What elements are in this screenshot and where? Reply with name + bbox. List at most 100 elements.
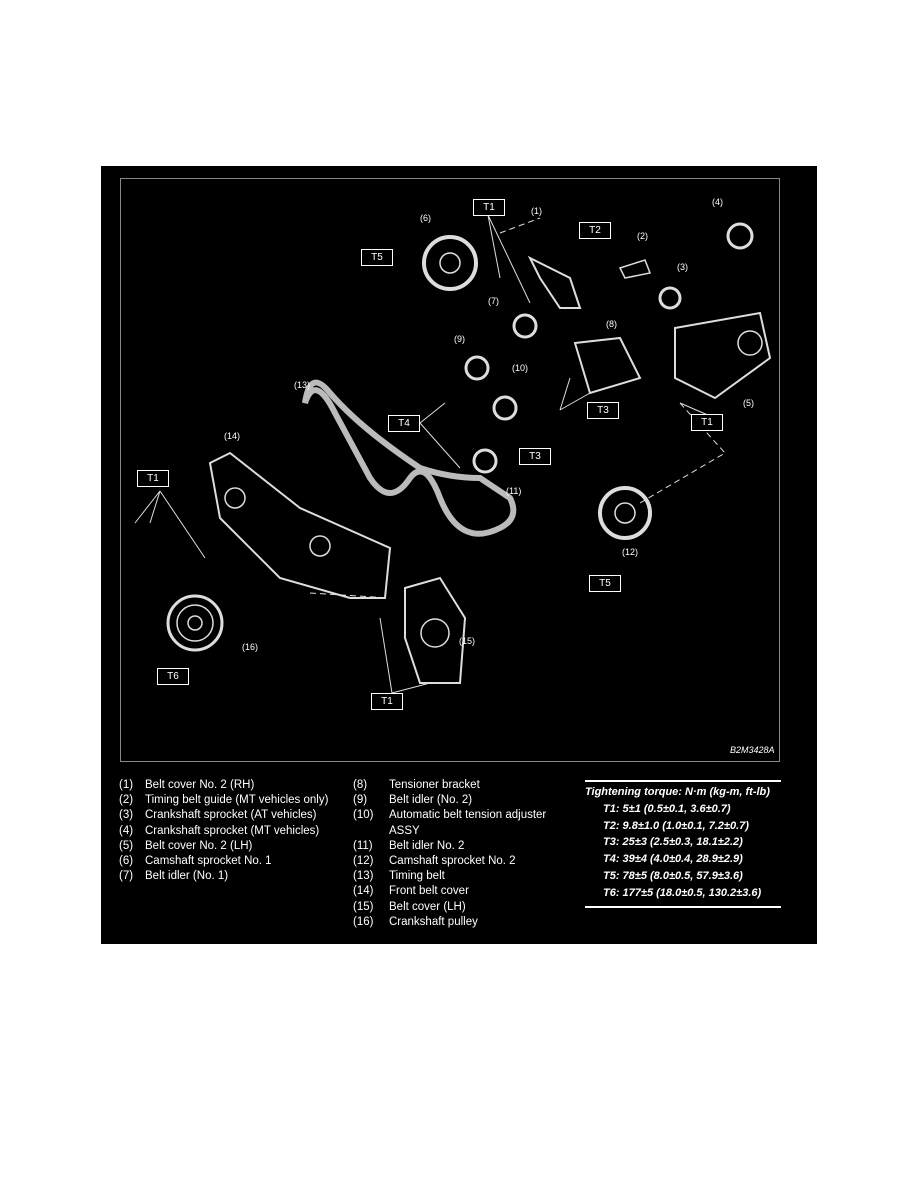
legend-num: (7): [119, 870, 134, 883]
legend-num: (8): [353, 779, 368, 791]
legend-item: (7) Belt idler (No. 1): [119, 869, 334, 884]
camshaft-sprocket-2: [598, 486, 652, 540]
legend-column-2: (8)Tensioner bracket (9) Belt idler (No. …: [353, 778, 568, 930]
legend-num: (11): [353, 839, 373, 852]
legend-item: (2) Timing belt guide (MT vehicles only): [119, 793, 334, 808]
image-code: B2M3428A: [730, 745, 775, 755]
torque-tag-t1: T1: [691, 414, 723, 431]
callout-16: (16): [242, 642, 259, 652]
crankshaft-sprocket-at: [658, 286, 682, 310]
callout-4: (4): [712, 197, 723, 207]
legend-item: (15) Belt cover (LH): [353, 900, 568, 915]
torque-row: T1: 5±1 (0.5±0.1, 3.6±0.7): [603, 802, 731, 815]
belt-idler-2: [464, 355, 490, 381]
legend-num: (6): [119, 855, 134, 868]
legend-text: Belt idler No. 2: [389, 839, 465, 852]
legend-item: (1) Belt cover No. 2 (RH): [119, 778, 334, 793]
legend-text: Belt idler (No. 2): [389, 794, 473, 807]
diagram-frame: [120, 178, 780, 762]
legend-num: (4): [119, 824, 134, 837]
torque-tag-t2: T2: [579, 222, 611, 239]
legend-item: (6) Camshaft sprocket No. 1: [119, 854, 334, 869]
legend-item: (13) Timing belt: [353, 869, 568, 884]
legend-text: Crankshaft pulley: [389, 915, 478, 928]
callout-10: (10): [512, 363, 529, 373]
belt-idler-1: [512, 313, 538, 339]
front-belt-cover: [208, 451, 392, 599]
callout-13: (13): [294, 380, 311, 390]
callout-6: (6): [420, 213, 431, 223]
callout-7: (7): [488, 296, 499, 306]
legend-num: (15): [353, 900, 374, 913]
belt-cover-2-rh: [527, 255, 582, 309]
callout-12: (12): [622, 547, 639, 557]
torque-tag-t5: T5: [589, 575, 621, 592]
torque-tag-t3: T3: [519, 448, 551, 465]
callout-15: (15): [459, 636, 476, 646]
legend-text: Belt cover (LH): [389, 900, 466, 913]
timing-belt-guide: [618, 259, 652, 279]
callout-14: (14): [224, 431, 241, 441]
torque-tag-t5: T5: [361, 249, 393, 266]
legend-item: (16) Crankshaft pulley: [353, 915, 568, 930]
timing-belt-exploded-diagram: [134, 214, 772, 694]
legend-num: (14): [353, 885, 374, 898]
crankshaft-pulley: [166, 594, 224, 652]
belt-idler-no2: [472, 448, 498, 474]
legend-num: (3): [119, 809, 134, 822]
torque-row: T6: 177±5 (18.0±0.5, 130.2±3.6): [603, 886, 762, 899]
torque-row: T5: 78±5 (8.0±0.5, 57.9±3.6): [603, 869, 743, 882]
legend-item: (3) Crankshaft sprocket (AT vehicles): [119, 808, 334, 823]
legend-column-1: (1) Belt cover No. 2 (RH) (2) Timing belt …: [119, 778, 334, 884]
legend-item: (9) Belt idler (No. 2): [353, 793, 568, 808]
legend-item: (8)Tensioner bracket: [353, 778, 568, 793]
crankshaft-sprocket-mt: [726, 222, 754, 250]
legend-text: Belt cover No. 2 (LH): [145, 839, 253, 852]
callout-2: (2): [637, 231, 648, 241]
legend-text: Automatic belt tension adjuster ASSY: [389, 809, 547, 837]
tensioner-adjuster: [492, 395, 518, 421]
legend-text: Timing belt: [389, 870, 445, 883]
figure-panel: [101, 166, 817, 944]
torque-tag-t6: T6: [157, 668, 189, 685]
legend-text: Crankshaft sprocket (MT vehicles): [145, 824, 320, 837]
legend-num: (2): [119, 794, 134, 807]
legend-item: (4) Crankshaft sprocket (MT vehicles): [119, 824, 334, 839]
callout-3: (3): [677, 262, 688, 272]
legend-text: Timing belt guide (MT vehicles only): [145, 794, 329, 807]
legend-num: (9): [353, 794, 368, 807]
torque-row: T4: 39±4 (4.0±0.4, 28.9±2.9): [603, 853, 743, 866]
torque-row: T3: 25±3 (2.5±0.3, 18.1±2.2): [603, 836, 743, 849]
torque-tag-t3: T3: [587, 402, 619, 419]
tensioner-bracket: [573, 336, 642, 395]
belt-cover-lh: [404, 576, 467, 684]
belt-cover-2-lh: [674, 311, 772, 400]
legend-num: (1): [119, 779, 134, 791]
tightening-torque-table: Tightening torque: N·m (kg-m, ft-lb) T1:…: [585, 780, 781, 908]
torque-tag-t1: T1: [473, 199, 505, 216]
legend-text: Camshaft sprocket No. 1: [145, 855, 272, 868]
callout-5: (5): [743, 398, 754, 408]
legend-item: (11) Belt idler No. 2: [353, 839, 568, 854]
timing-belt: [302, 379, 517, 537]
legend-num: (16): [353, 915, 374, 928]
torque-title: Tightening torque: N·m (kg-m, ft-lb): [585, 786, 770, 798]
legend-text: Camshaft sprocket No. 2: [389, 855, 516, 868]
legend-text: Front belt cover: [389, 885, 469, 898]
legend-text: Crankshaft sprocket (AT vehicles): [145, 809, 317, 822]
torque-tag-t1: T1: [371, 693, 403, 710]
legend-num: (13): [353, 870, 374, 883]
camshaft-sprocket-1: [422, 235, 478, 291]
legend-item: (10)Automatic belt tension adjuster ASSY: [353, 808, 568, 838]
legend-item: (5) Belt cover No. 2 (LH): [119, 839, 334, 854]
legend-num: (5): [119, 839, 134, 852]
callout-1: (1): [531, 206, 542, 216]
torque-tag-t4: T4: [388, 415, 420, 432]
callout-8: (8): [606, 319, 617, 329]
legend-text: Belt idler (No. 1): [145, 870, 229, 883]
legend-num: (12): [353, 855, 374, 868]
callout-11: (11): [506, 486, 522, 496]
legend-text: Belt cover No. 2 (RH): [145, 779, 255, 791]
torque-tag-t1: T1: [137, 470, 169, 487]
